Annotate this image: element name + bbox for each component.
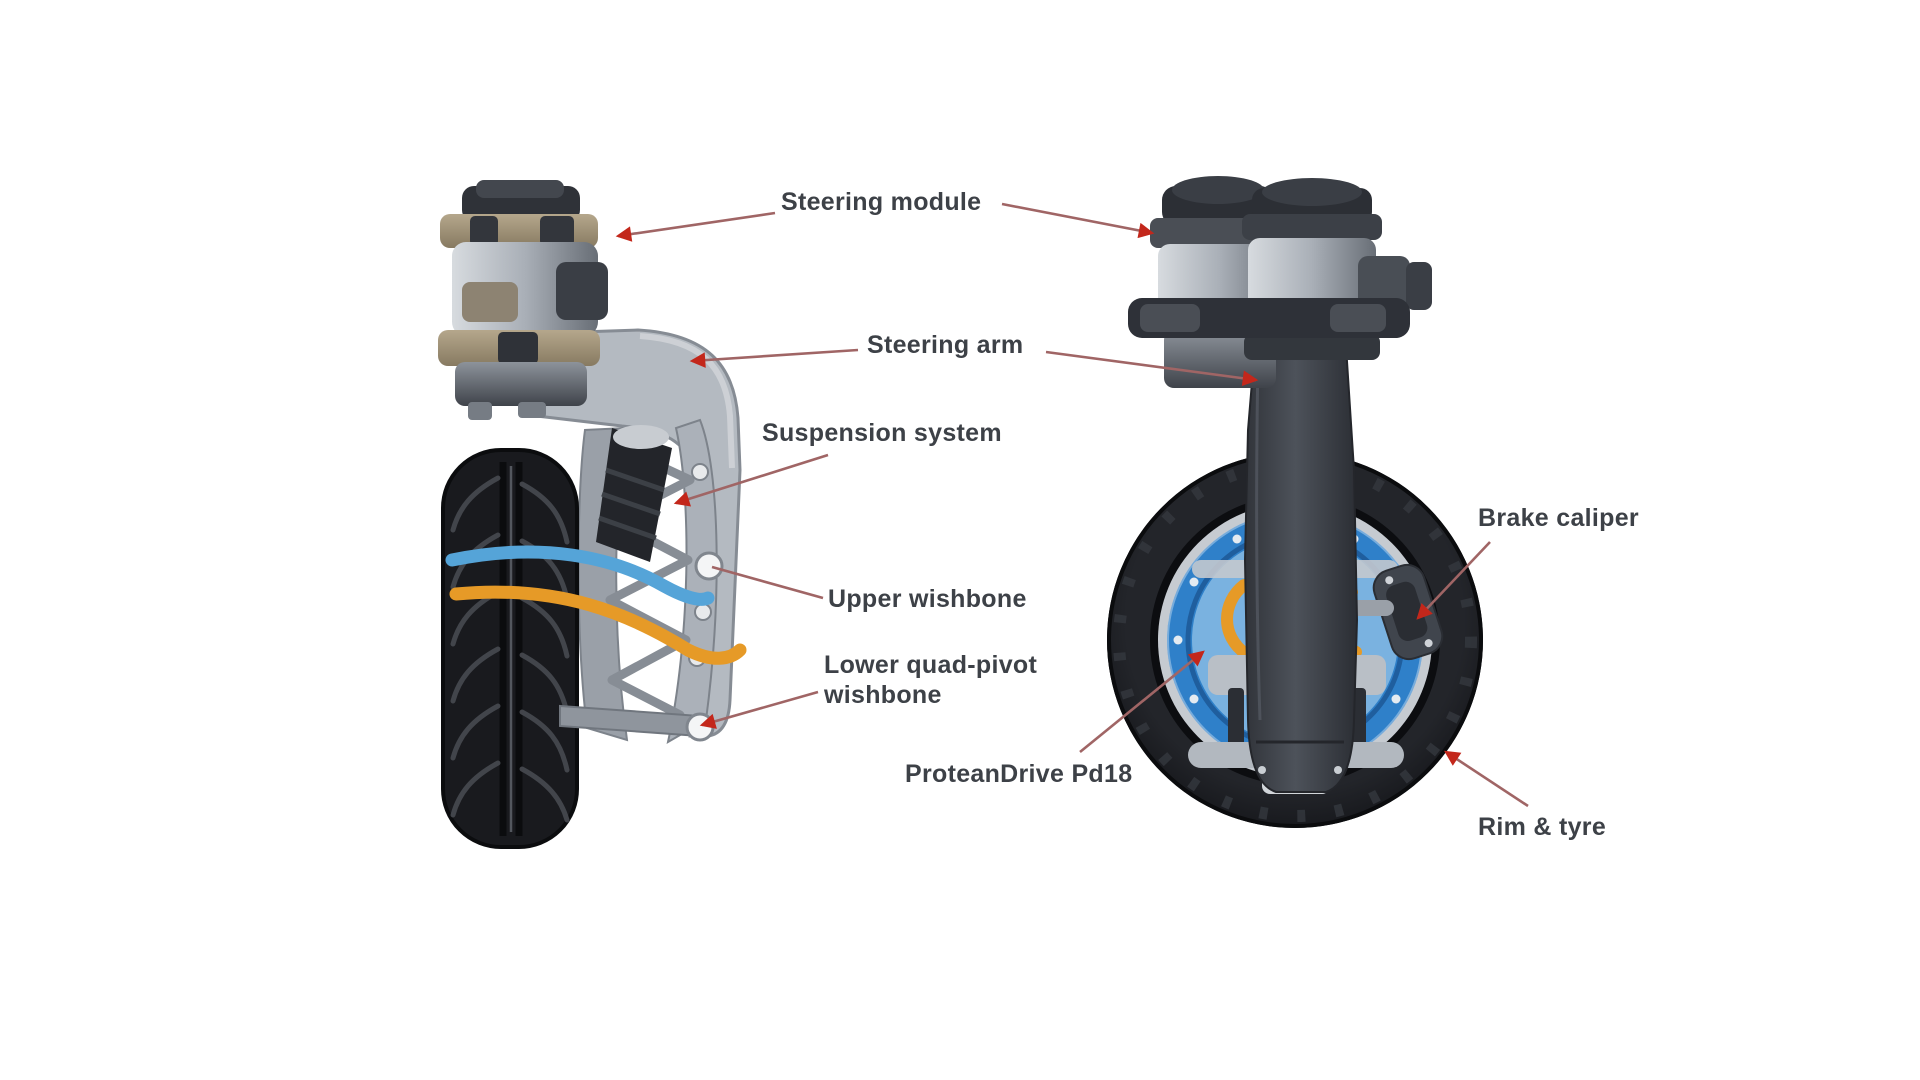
leader-arrows xyxy=(615,202,1529,808)
side-tire xyxy=(441,448,579,849)
front-brake-caliper xyxy=(1372,563,1444,661)
leader-protean-drive xyxy=(1079,650,1205,754)
leader-rim-tyre xyxy=(1444,750,1529,808)
leader-steering-module-left xyxy=(615,211,776,242)
side-cable-blue xyxy=(445,545,715,606)
leader-steering-arm-left xyxy=(689,348,859,368)
side-steering-module xyxy=(438,180,608,420)
label-steering-module: Steering module xyxy=(781,188,982,216)
side-cable-orange xyxy=(449,585,747,665)
label-suspension-system: Suspension system xyxy=(762,419,1002,447)
label-protean-drive: ProteanDrive Pd18 xyxy=(905,760,1133,788)
label-lower-quad-pivot-wishbone: Lower quad-pivot wishbone xyxy=(824,651,1038,709)
front-steering-arm xyxy=(1243,345,1359,793)
leader-brake-caliper xyxy=(1416,541,1491,620)
front-view-corner-module xyxy=(1107,176,1483,828)
label-brake-caliper: Brake caliper xyxy=(1478,504,1639,532)
leader-steering-module-right xyxy=(1001,202,1155,239)
leader-suspension-system xyxy=(673,453,829,507)
upper-wishbone-pivot xyxy=(694,551,724,581)
label-rim-and-tyre: Rim & tyre xyxy=(1478,813,1607,841)
front-steering-module xyxy=(1128,176,1432,388)
label-steering-arm: Steering arm xyxy=(867,331,1024,359)
leader-upper-wishbone xyxy=(711,565,824,600)
label-upper-wishbone: Upper wishbone xyxy=(828,585,1027,613)
leader-steering-arm-right xyxy=(1045,350,1259,386)
leader-lower-wishbone xyxy=(699,690,819,729)
lower-wishbone-pivot xyxy=(685,712,715,742)
side-shock-absorber xyxy=(596,425,672,562)
side-view-corner-module xyxy=(438,180,747,849)
